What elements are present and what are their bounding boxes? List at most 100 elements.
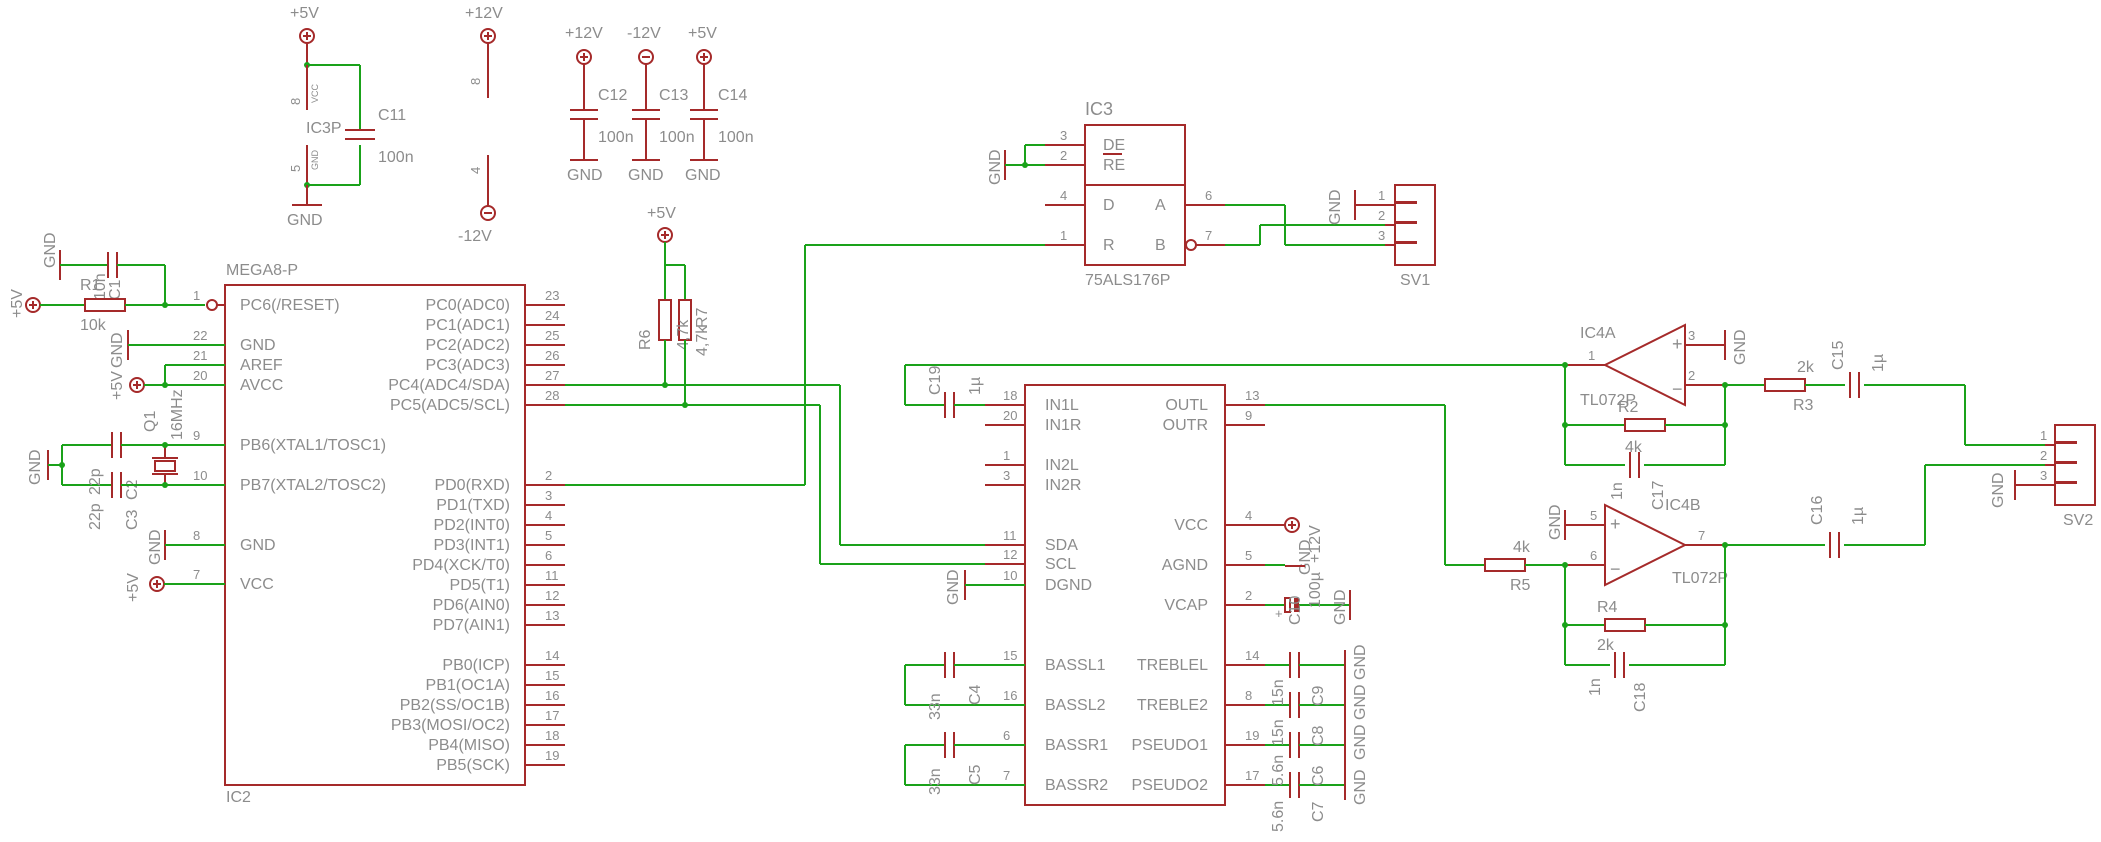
- crystal-network: GND 22p C2 22p C3 Q1 16MHz: [27, 389, 225, 530]
- ic3-d: D: [1103, 197, 1115, 214]
- ic2-pin-num: 23: [545, 288, 559, 303]
- ic2-pin-label: PB5(SCK): [436, 757, 510, 774]
- ic2-pin-num: 1: [193, 288, 200, 303]
- audio-pin-label: BASSR1: [1045, 737, 1108, 754]
- audio-pin-num: 11: [1003, 528, 1017, 543]
- q1-crystal: [154, 460, 176, 472]
- audio-pin-num: 19: [1245, 728, 1259, 743]
- ic2-pin-num: 3: [545, 488, 552, 503]
- audio-pin-label: IN1L: [1045, 397, 1079, 414]
- svg-text:3: 3: [2040, 468, 2047, 483]
- ic2-pin-num: 14: [545, 648, 559, 663]
- q1-value: 16MHz: [169, 389, 186, 440]
- ic2-pin-label: PB7(XTAL2/TOSC2): [240, 477, 386, 494]
- ic2-pin-num: 16: [545, 688, 559, 703]
- audio-pin-num: 14: [1245, 648, 1259, 663]
- ic4a-pin2: 2: [1688, 368, 1695, 383]
- reset-network: GND C1 10n +5V R1 10k: [9, 232, 218, 334]
- svg-text:GND: GND: [685, 167, 721, 184]
- audio-pin-num: 8: [1245, 688, 1252, 703]
- ic4p-pin-bot: 4: [468, 167, 483, 174]
- r4-ref: R4: [1597, 599, 1618, 616]
- r7-value: 4,7k: [694, 325, 711, 356]
- ic2-pin-label: GND: [240, 337, 276, 354]
- svg-text:GND: GND: [1547, 504, 1564, 540]
- svg-text:+: +: [1672, 334, 1683, 354]
- ic4a-pin3: 3: [1688, 328, 1695, 343]
- svg-text:GND: GND: [42, 232, 59, 268]
- c12-value: 100n: [598, 129, 634, 146]
- decoupling-caps: +12V GND C12 100n -12V GND C13 100n +5V …: [565, 25, 754, 184]
- ic4a-ref: IC4A: [1580, 325, 1616, 342]
- c11-value: 100n: [378, 149, 414, 166]
- c5-ref: C5: [967, 764, 984, 785]
- ic2-pin-label: PC3(ADC3): [426, 357, 510, 374]
- c1-value: 10n: [92, 273, 109, 300]
- audio-pin-num: 17: [1245, 768, 1259, 783]
- ic2-pin-label: PB2(SS/OC1B): [400, 697, 510, 714]
- audio-pin-label: TREBLEL: [1137, 657, 1208, 674]
- ic2-pin-num: 2: [545, 468, 552, 483]
- ic4b-ref: IC4B: [1665, 497, 1701, 514]
- ic2-pin-label: PB4(MISO): [428, 737, 510, 754]
- ic2-pin-label: PB6(XTAL1/TOSC1): [240, 437, 386, 454]
- r6-ref: R6: [637, 329, 654, 350]
- ic3-pin2: 2: [1060, 148, 1067, 163]
- ic2-pin-num: 28: [545, 388, 559, 403]
- svg-text:GND: GND: [1352, 724, 1369, 760]
- ic2-pin-num: 9: [193, 428, 200, 443]
- reset-inverter-bubble: [206, 299, 218, 311]
- ic3-name: 75ALS176P: [1085, 272, 1170, 289]
- audio-pin-num: 10: [1003, 568, 1017, 583]
- r7-ref: R7: [694, 307, 711, 328]
- svg-text:GND: GND: [109, 332, 126, 368]
- ic3p-gnd-label: GND: [310, 150, 320, 171]
- c4-ref: C4: [967, 684, 984, 705]
- c13-value: 100n: [659, 129, 695, 146]
- ic4b-part: TL072P: [1672, 570, 1728, 587]
- c6-ref: C6: [1310, 765, 1327, 786]
- r2-ref: R2: [1618, 399, 1639, 416]
- sv2-connector: 1 2 3 GND SV2: [1990, 424, 2096, 529]
- c3-value: 22p: [87, 503, 104, 530]
- svg-text:-12V: -12V: [627, 25, 661, 42]
- ic3-rs485: IC3 75ALS176P 3 DE 2 RE 4 D 1 R 6 A 7 B …: [987, 99, 1385, 289]
- ic2-mega8: MEGA8-P IC2 1PC6(/RESET)22GND21AREF20AVC…: [185, 262, 565, 806]
- audio-pin-label: BASSL1: [1045, 657, 1106, 674]
- ic3-pin7: 7: [1205, 228, 1212, 243]
- ic2-pin-num: 13: [545, 608, 559, 623]
- sv2-body: [2054, 424, 2096, 506]
- audio-pin-label: IN2R: [1045, 477, 1081, 494]
- c19-network: C19 1µ: [904, 364, 1565, 418]
- c1-ref: C1: [107, 279, 124, 300]
- gnd-label: GND: [287, 212, 323, 229]
- c19-ref: C19: [927, 366, 944, 395]
- ic2-pin-num: 25: [545, 328, 559, 343]
- ic2-pin-label: PC0(ADC0): [426, 297, 510, 314]
- opamp-ic4b: + − IC4B TL072P 5 6 7 GND R4 2k 1n C18 C…: [1547, 464, 2045, 712]
- c12-ref: C12: [598, 87, 627, 104]
- c2-value: 22p: [87, 468, 104, 495]
- c8-value: 15n: [1270, 719, 1287, 746]
- audio-ic-body: [1024, 384, 1226, 806]
- ic2-pin-num: 15: [545, 668, 559, 683]
- ic2-pin-num: 5: [545, 528, 552, 543]
- svg-text:−: −: [1672, 379, 1683, 399]
- c14-value: 100n: [718, 129, 754, 146]
- c3-ref: C3: [124, 509, 141, 530]
- ic2-pin-num: 8: [193, 528, 200, 543]
- audio-pin-label: PSEUDO2: [1132, 777, 1209, 794]
- audio-pin-label: IN2L: [1045, 457, 1079, 474]
- r4-resistor: [1604, 618, 1646, 632]
- ic3-b-bubble: [1185, 239, 1197, 251]
- ic2-pin-num: 18: [545, 728, 559, 743]
- r3-value: 2k: [1797, 359, 1815, 376]
- ic2-pin-label: PD4(XCK/T0): [412, 557, 510, 574]
- power-label-12v: +12V: [465, 5, 503, 22]
- svg-text:+5V: +5V: [688, 25, 717, 42]
- ic2-pin-label: PD6(AIN0): [433, 597, 510, 614]
- c5-value: 33n: [927, 768, 944, 795]
- svg-text:GND: GND: [1990, 472, 2007, 508]
- sv2-ref: SV2: [2063, 512, 2093, 529]
- c15-value: 1µ: [1870, 354, 1887, 372]
